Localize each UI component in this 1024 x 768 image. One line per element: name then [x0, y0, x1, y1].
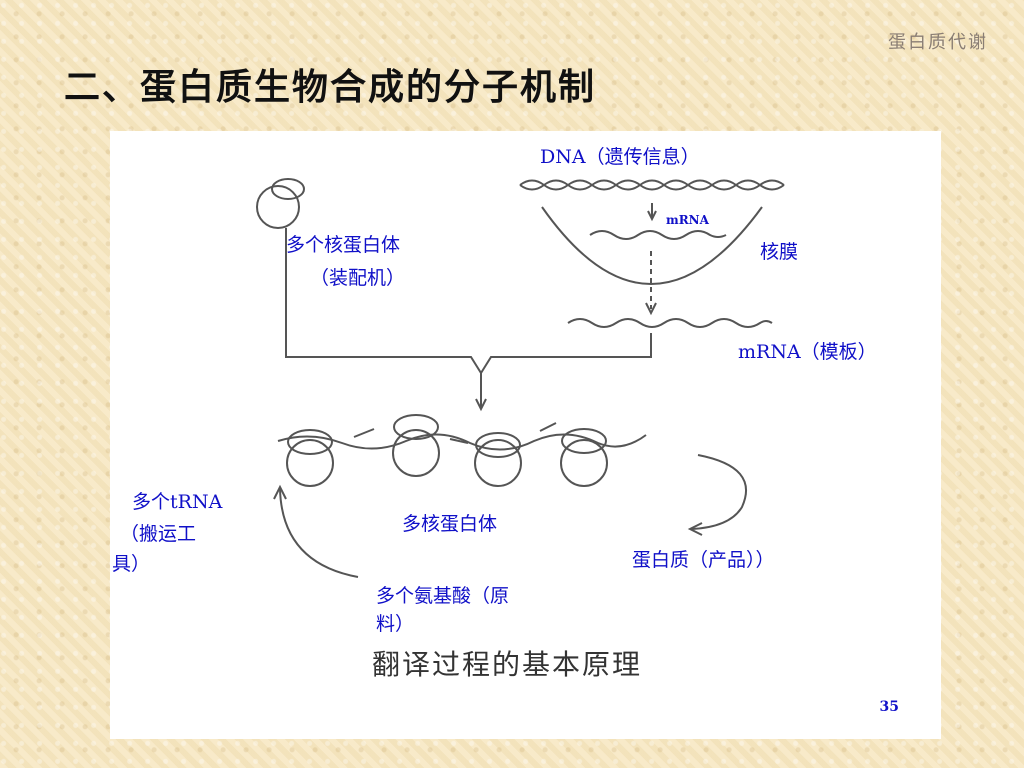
merge-arrowhead [475, 398, 487, 412]
peptide-chain [539, 422, 557, 432]
polysome-ribosome-icon [392, 414, 440, 477]
polysome-mrna-strand [277, 433, 647, 451]
section-label: 蛋白质代谢 [888, 32, 988, 53]
peptide-chain [353, 428, 375, 438]
mrna-nuclear-strand [589, 230, 727, 240]
free-ribosome-icon [256, 178, 305, 229]
polysome-ribosome-icon [286, 429, 334, 487]
trna-label: 多个tRNA [132, 491, 223, 513]
polysome-label: 多核蛋白体 [402, 513, 498, 535]
trna-role-label: （搬运工 [120, 523, 197, 545]
amino-acid-label-cont: 料） [376, 613, 415, 635]
dna-label: DNA（遗传信息） [540, 146, 700, 168]
page-title: 二、蛋白质生物合成的分子机制 [64, 66, 597, 108]
polysome-ribosome-icon [474, 432, 522, 487]
dna-helix-icon [519, 179, 785, 191]
peptide-chain [449, 438, 469, 444]
nuclear-membrane-label: 核膜 [760, 241, 799, 263]
mrna-template-strand [567, 318, 773, 328]
protein-label: 蛋白质（产品）） [632, 549, 775, 571]
nuclear-membrane-arc [541, 206, 763, 285]
translation-diagram: DNA（遗传信息） mRNA 核膜 多个核蛋白体 （装配机） mRNA（模板） … [110, 131, 941, 739]
amino-acid-label: 多个氨基酸（原 [376, 585, 510, 607]
page-number: 35 [879, 699, 899, 715]
mrna-nuclear-label: mRNA [666, 213, 709, 227]
ribosome-label: 多个核蛋白体 [286, 234, 401, 256]
diagram-drawing [256, 178, 785, 578]
protein-output-arrow [691, 454, 747, 530]
trna-cycle-arrow [279, 488, 359, 578]
ribosome-role-label: （装配机） [310, 267, 406, 289]
diagram-caption: 翻译过程的基本原理 [372, 648, 643, 681]
trna-role-label-cont: 具） [112, 553, 151, 575]
polysome-ribosome-icon [560, 428, 608, 487]
mrna-template-label: mRNA（模板） [738, 341, 877, 363]
